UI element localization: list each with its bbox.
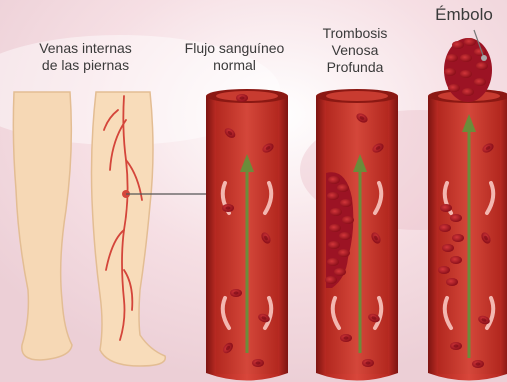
vein-normal	[206, 89, 288, 381]
legs-illustration	[13, 92, 208, 366]
vein-dvt	[316, 89, 398, 381]
vein-embolus	[428, 89, 507, 381]
embolus-cluster	[444, 30, 492, 102]
